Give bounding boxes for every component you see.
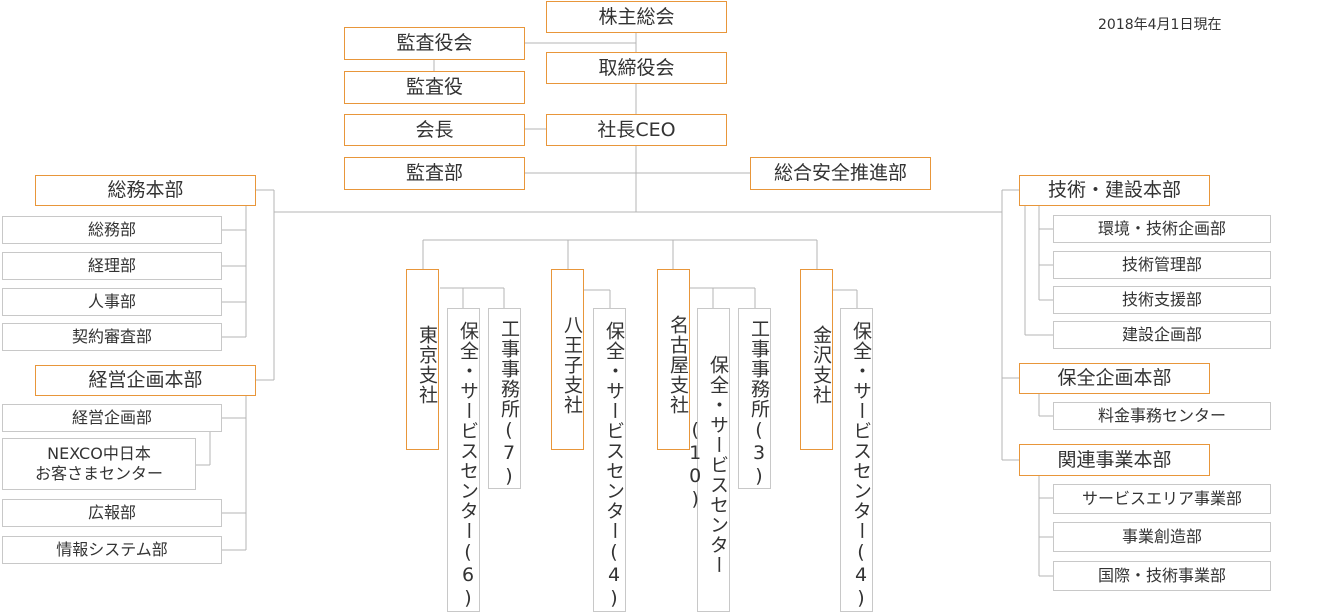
tech-item: 環境・技術企画部	[1053, 215, 1271, 243]
branch-kanazawa: 金沢支社	[800, 269, 833, 450]
general-affairs-item: 契約審査部	[2, 323, 222, 351]
general-affairs-item: 総務部	[2, 216, 222, 244]
general-affairs-hq: 総務本部	[35, 175, 256, 206]
safety-promotion-department: 総合安全推進部	[750, 157, 931, 190]
planning-item: 情報システム部	[2, 536, 222, 564]
branch-tokyo: 東京支社	[406, 269, 439, 450]
ceo-box: 社長CEO	[546, 114, 727, 146]
toll-office-center: 料金事務センター	[1053, 402, 1271, 430]
tech-construction-hq: 技術・建設本部	[1019, 175, 1210, 206]
chairman: 会長	[344, 114, 525, 146]
branch-hachioji: 八王子支社	[551, 269, 584, 450]
tech-item: 技術管理部	[1053, 251, 1271, 279]
nagoya-construction-office: 工事事務所(3)	[738, 308, 771, 489]
audit-board: 監査役会	[344, 27, 525, 60]
related-item: 国際・技術事業部	[1053, 561, 1271, 591]
tokyo-construction-office: 工事事務所(7)	[488, 308, 521, 489]
related-business-hq: 関連事業本部	[1019, 444, 1210, 476]
nagoya-maintenance-center: 保全・サービスセンター(10)	[684, 308, 730, 612]
corporate-planning-hq: 経営企画本部	[35, 365, 256, 396]
as-of-date: 2018年4月1日現在	[1098, 17, 1222, 33]
hachioji-maintenance-center: 保全・サービスセンター(4)	[593, 308, 626, 612]
general-affairs-item: 経理部	[2, 252, 222, 280]
planning-item: 広報部	[2, 499, 222, 527]
kanazawa-maintenance-center: 保全・サービスセンター(4)	[840, 308, 873, 612]
planning-item: 経営企画部	[2, 404, 222, 432]
auditor: 監査役	[344, 71, 525, 104]
branch-nagoya: 名古屋支社	[657, 269, 690, 450]
related-item: 事業創造部	[1053, 522, 1271, 552]
audit-department: 監査部	[344, 157, 525, 190]
tech-item: 建設企画部	[1053, 321, 1271, 349]
customer-center-line-1: NEXCO中日本	[47, 444, 151, 463]
tokyo-maintenance-center: 保全・サービスセンター(6)	[447, 308, 480, 612]
maintenance-planning-hq: 保全企画本部	[1019, 363, 1210, 394]
customer-center-line-2: お客さまセンター	[34, 464, 163, 483]
related-item: サービスエリア事業部	[1053, 484, 1271, 514]
shareholders-meeting: 株主総会	[546, 1, 727, 33]
board-of-directors: 取締役会	[546, 52, 727, 84]
tech-item: 技術支援部	[1053, 286, 1271, 314]
general-affairs-item: 人事部	[2, 288, 222, 316]
customer-center: NEXCO中日本 お客さまセンター	[2, 438, 196, 490]
